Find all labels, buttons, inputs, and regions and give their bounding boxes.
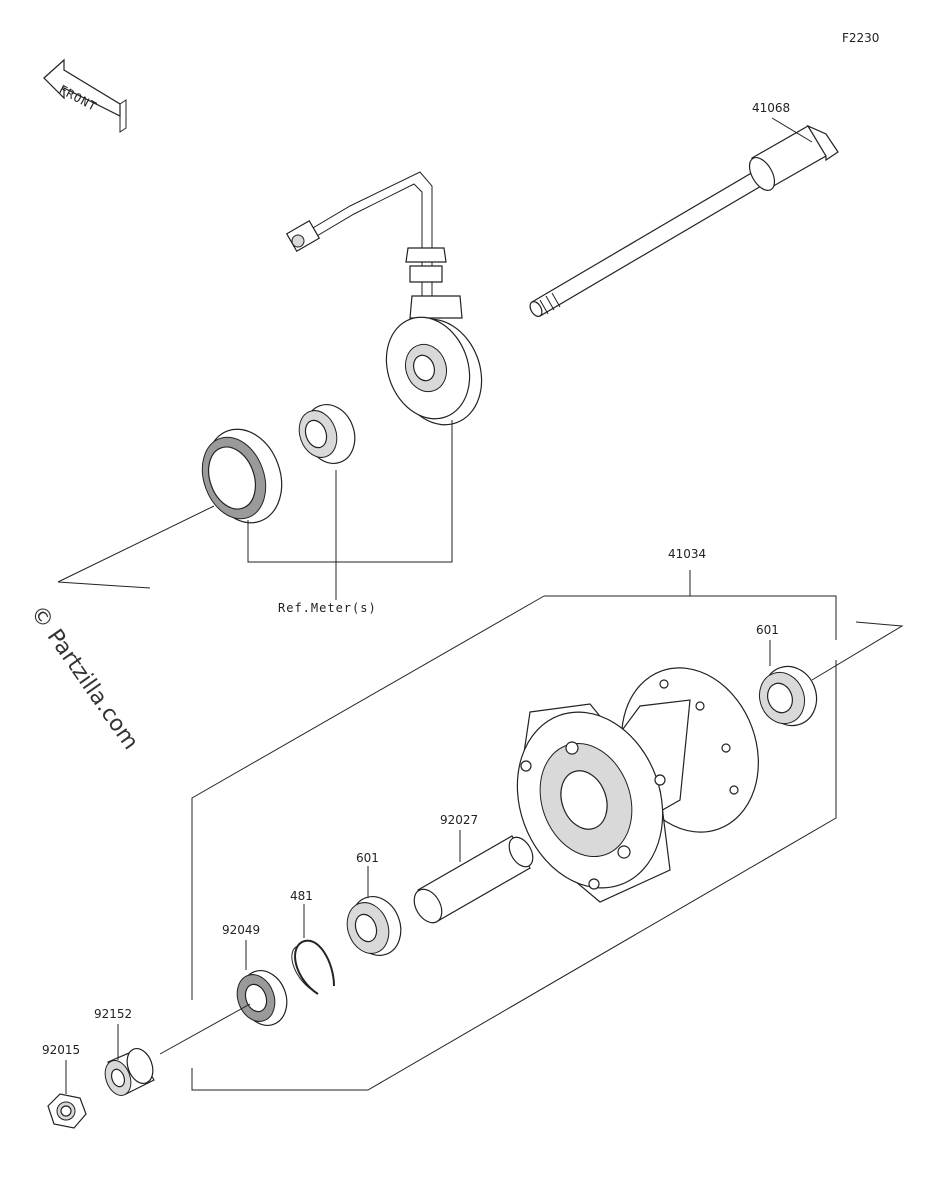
leader-axle [771,117,813,143]
label-seal[interactable]: 92049 [222,923,260,937]
label-circlip[interactable]: 481 [290,889,313,903]
front-arrow-icon: FRONT [43,58,127,133]
meter-gear-part[interactable] [293,398,363,471]
nut-part[interactable] [47,1093,87,1129]
axle-part[interactable] [528,124,839,318]
label-hub[interactable]: 41034 [668,547,706,561]
label-bearing-left[interactable]: 601 [356,851,379,865]
collar-part[interactable] [101,1045,158,1099]
label-spacer[interactable]: 92027 [440,813,478,827]
hub-group-bracket [191,570,837,1091]
label-axle[interactable]: 41068 [752,101,790,115]
ref-bracket [247,420,453,600]
wheel-hub-part[interactable] [493,648,780,908]
label-bearing-right[interactable]: 601 [756,623,779,637]
label-collar[interactable]: 92152 [94,1007,132,1021]
seal-part[interactable] [231,964,294,1032]
diagram-code: F2230 [842,31,879,45]
speedometer-gearbox-part[interactable] [373,305,496,437]
spacer-tube-part[interactable] [409,833,538,927]
speedometer-cable-part[interactable] [285,171,463,319]
dust-seal-part[interactable] [191,419,294,534]
leader-right-axis [811,621,904,681]
leader-left-axis [57,505,215,589]
label-nut[interactable]: 92015 [42,1043,80,1057]
watermark: © Partzilla.com [25,601,143,754]
bearing-right-part[interactable] [752,659,824,733]
bearing-left-part[interactable] [340,890,408,963]
ref-label[interactable]: Ref.Meter(s) [278,601,377,615]
leader-seal-axis [159,1003,251,1055]
circlip-part[interactable] [291,939,335,995]
